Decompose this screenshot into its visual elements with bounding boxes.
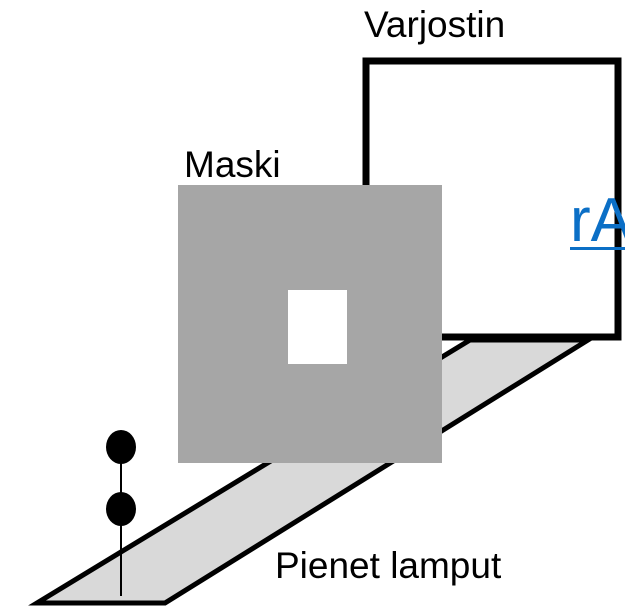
mask-label: Maski [184,144,281,185]
lamp-lower [106,492,136,526]
mask-aperture [288,290,347,364]
lamp-upper [106,430,136,464]
screen-label: Varjostin [364,4,506,45]
partial-hyperlink[interactable]: rA [570,186,625,255]
lamps-label: Pienet lamput [275,545,502,586]
